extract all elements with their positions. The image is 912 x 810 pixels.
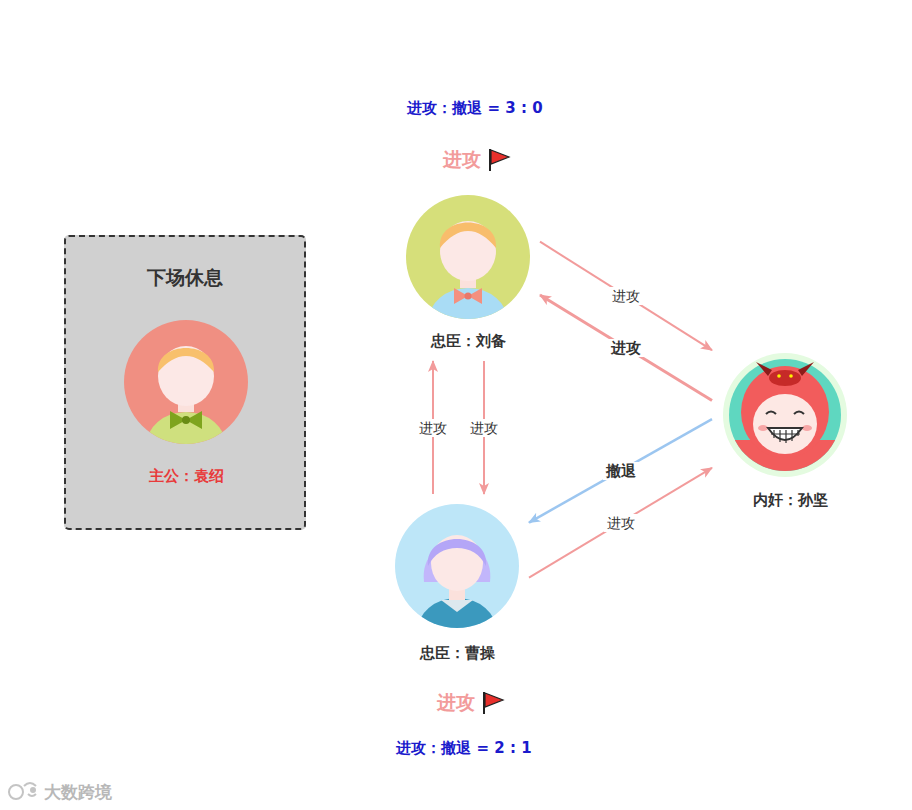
flag-icon	[490, 149, 509, 171]
attack-arrow	[529, 419, 712, 523]
bench-panel: 下场休息主公：袁绍	[64, 235, 306, 530]
edge-label: 撤退	[603, 462, 639, 480]
edge-label: 进攻	[604, 514, 638, 532]
edge-label: 进攻	[467, 419, 501, 437]
avatar-space	[722, 352, 858, 478]
watermark-logo	[9, 783, 36, 799]
role-name: 内奸：孙坚	[722, 490, 858, 510]
action-label: 进攻	[443, 147, 481, 173]
attack-arrow	[540, 242, 712, 350]
edge-label: 进攻	[608, 339, 644, 357]
role-avatar: 主公：袁绍	[124, 320, 248, 486]
bench-ground	[64, 235, 306, 530]
role-avatar: 内奸：孙坚	[722, 352, 858, 510]
edge-label: 进攻	[416, 419, 450, 437]
action-label: 进攻	[437, 690, 475, 716]
lord-avatar	[124, 320, 248, 480]
attack-arrow	[529, 468, 712, 578]
edge-label: 进攻	[609, 287, 643, 305]
cao-cao-avatar	[395, 504, 519, 666]
panel-heading: 下场休息	[66, 265, 304, 291]
role-name: 忠臣：曹操	[395, 643, 519, 663]
flag-icon	[484, 692, 503, 714]
role-avatar: 忠臣：刘备	[406, 195, 530, 351]
role-name: 忠臣：刘备	[406, 331, 530, 351]
role-avatar: 忠臣：曹操	[395, 504, 519, 663]
avatar-space	[406, 195, 530, 319]
role-name: 主公：袁绍	[124, 466, 248, 486]
score-label: 进攻：撤退 = 2 : 1	[396, 739, 531, 758]
liu-bei-avatar	[406, 195, 530, 356]
avatar-space	[124, 320, 248, 444]
attack-arrow	[540, 295, 712, 400]
score-label: 进攻：撤退 = 3 : 0	[407, 99, 542, 118]
avatar-space	[395, 504, 519, 628]
sun-jian-avatar	[722, 352, 848, 480]
watermark: 大数跨境	[44, 781, 112, 804]
